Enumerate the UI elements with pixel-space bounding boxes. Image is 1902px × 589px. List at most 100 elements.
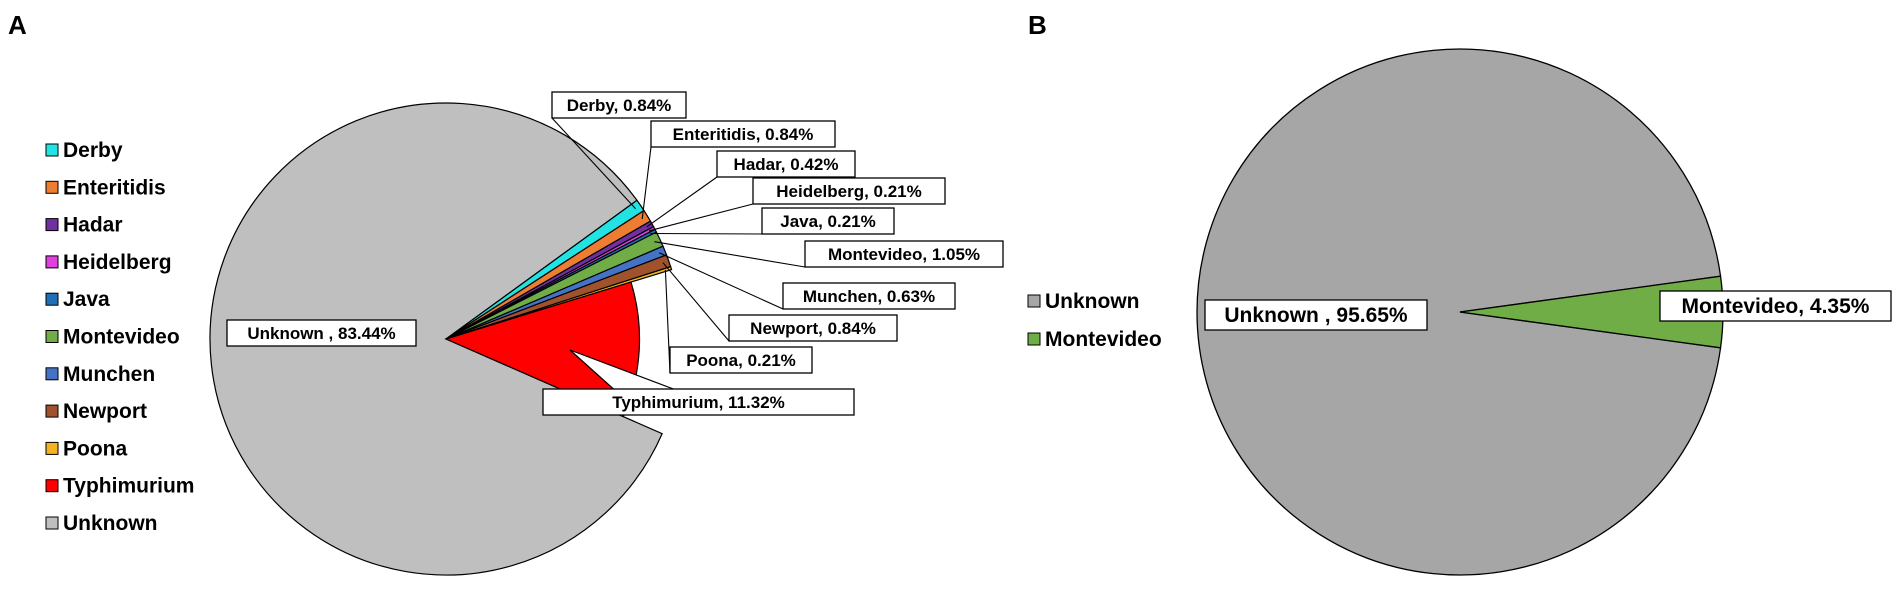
legend-a-label: Newport bbox=[63, 400, 147, 423]
pie-a-data-label-hadar: Hadar, 0.42% bbox=[716, 150, 856, 178]
pie-a-data-label-heidelberg: Heidelberg, 0.21% bbox=[752, 177, 946, 205]
pie-a-data-label-derby: Derby, 0.84% bbox=[551, 91, 687, 119]
pie-a-slice-poona bbox=[445, 265, 673, 340]
legend-a-label: Montevideo bbox=[63, 326, 180, 349]
pie-a-label-box bbox=[650, 120, 836, 148]
pie-a-label-box bbox=[542, 388, 855, 416]
pie-chart-b bbox=[1196, 48, 1724, 576]
pie-a-label-box bbox=[669, 346, 813, 374]
legend-a-swatch bbox=[45, 404, 59, 418]
panel-letter-a: A bbox=[8, 10, 27, 40]
legend-a-swatch bbox=[45, 516, 59, 530]
legend-b-label: Montevideo bbox=[1045, 328, 1162, 351]
legend-a-label: Hadar bbox=[63, 214, 123, 237]
pie-a-data-label-munchen: Munchen, 0.63% bbox=[782, 282, 956, 310]
pie-a-leader-enteritidis bbox=[641, 146, 652, 219]
pie-a-data-label-enteritidis: Enteritidis, 0.84% bbox=[650, 120, 836, 148]
legend-a-swatch bbox=[45, 479, 59, 493]
legend-a-label: Typhimurium bbox=[63, 475, 194, 498]
legend-a-item-munchen: Munchen bbox=[45, 363, 155, 386]
pie-a-label-text: Hadar, 0.42% bbox=[734, 155, 839, 174]
pie-a-data-label-unknown: Unknown , 83.44% bbox=[226, 319, 417, 347]
legend-a-item-poona: Poona bbox=[45, 437, 127, 460]
pie-a-label-box bbox=[716, 150, 856, 178]
pie-a-label-text: Java, 0.21% bbox=[780, 212, 875, 231]
legend-a-label: Poona bbox=[63, 437, 127, 460]
legend-a-swatch bbox=[45, 218, 59, 232]
pie-a-label-text: Typhimurium, 11.32% bbox=[612, 393, 785, 412]
legend-a-label: Munchen bbox=[63, 363, 155, 386]
data-labels-a: Derby, 0.84%Enteritidis, 0.84% Hadar, 0.4… bbox=[226, 91, 1004, 416]
legend-a-item-newport: Newport bbox=[45, 400, 147, 423]
pie-a-label-text: Unknown , 83.44% bbox=[247, 324, 395, 343]
legend-a-item-enteritidis: Enteritidis bbox=[45, 176, 166, 199]
legend-a-item-derby: Derby bbox=[45, 139, 123, 162]
legend-a-swatch bbox=[45, 255, 59, 269]
pie-a-leader-java bbox=[650, 232, 763, 235]
pie-b-data-label-unknown: Unknown , 95.65% bbox=[1204, 299, 1428, 331]
panel-letter-b: B bbox=[1028, 10, 1047, 40]
legend-a: DerbyEnteritidisHadarHeidelbergJavaMonte… bbox=[45, 139, 194, 535]
pie-b-data-label-montevideo: Montevideo, 4.35% bbox=[1659, 290, 1892, 322]
legend-a-item-typhimurium: Typhimurium bbox=[45, 475, 194, 498]
legend-a-item-unknown: Unknown bbox=[45, 512, 158, 535]
pie-a-label-text: Poona, 0.21% bbox=[686, 351, 796, 370]
pie-a-slice-unknown bbox=[209, 102, 663, 576]
legend-a-item-montevideo: Montevideo bbox=[45, 326, 180, 349]
legend-b-item-montevideo: Montevideo bbox=[1027, 328, 1162, 351]
pie-a-label-text: Montevideo, 1.05% bbox=[828, 245, 980, 264]
panel-b: B Unknown , 95.65% Montevideo, 4.35% Unkn… bbox=[1027, 10, 1892, 576]
pie-a-data-label-montevideo: Montevideo, 1.05% bbox=[804, 240, 1004, 268]
legend-a-swatch bbox=[45, 330, 59, 343]
pie-a-label-text: Enteritidis, 0.84% bbox=[673, 125, 814, 144]
pie-a-leader-hadar bbox=[646, 176, 718, 228]
pie-a-label-box bbox=[804, 240, 1004, 268]
pie-a-data-label-newport: Newport, 0.84% bbox=[728, 314, 898, 342]
legend-a-item-hadar: Hadar bbox=[45, 214, 123, 237]
pie-b-label-box bbox=[1659, 290, 1892, 322]
pie-b-label-text: Unknown , 95.65% bbox=[1224, 304, 1408, 327]
data-labels-b: Unknown , 95.65% Montevideo, 4.35% bbox=[1204, 290, 1892, 331]
pie-a-leader-poona bbox=[664, 269, 671, 374]
legend-a-swatch bbox=[45, 143, 59, 157]
pie-chart-a bbox=[209, 102, 685, 576]
legend-b-swatch bbox=[1027, 332, 1041, 346]
legend-b-label: Unknown bbox=[1045, 290, 1140, 313]
pie-a-leader-heidelberg bbox=[648, 203, 754, 232]
legend-a-swatch bbox=[45, 180, 59, 194]
legend-a-label: Java bbox=[63, 288, 110, 311]
pie-a-leader-derby bbox=[551, 117, 637, 210]
pie-a-label-text: Newport, 0.84% bbox=[750, 319, 876, 338]
pie-a-label-box bbox=[761, 207, 895, 235]
legend-a-label: Unknown bbox=[63, 512, 158, 535]
pie-a-leader-montevideo bbox=[654, 241, 806, 268]
pie-a-label-box bbox=[551, 91, 687, 119]
legend-a-label: Derby bbox=[63, 139, 123, 162]
pie-a-label-text: Munchen, 0.63% bbox=[803, 287, 935, 306]
legend-b-item-unknown: Unknown bbox=[1027, 290, 1140, 313]
panel-a: A Derby, 0.84%Enteritidis, 0.84% Hadar, 0… bbox=[8, 10, 1004, 576]
legend-a-item-heidelberg: Heidelberg bbox=[45, 251, 172, 274]
pie-b-label-box bbox=[1204, 299, 1428, 331]
pie-b-slice-unknown bbox=[1196, 48, 1722, 576]
legend-a-swatch bbox=[45, 367, 59, 381]
legend-a-item-java: Java bbox=[45, 288, 110, 311]
pie-a-label-box bbox=[226, 319, 417, 347]
leader-lines-a bbox=[551, 117, 806, 374]
pie-b-label-text: Montevideo, 4.35% bbox=[1682, 295, 1870, 318]
pie-a-label-text: Heidelberg, 0.21% bbox=[776, 182, 922, 201]
pie-a-data-label-java: Java, 0.21% bbox=[761, 207, 895, 235]
pie-a-leader-newport bbox=[662, 262, 730, 342]
pie-a-label-box bbox=[752, 177, 946, 205]
pie-a-label-box bbox=[782, 282, 956, 310]
pie-a-label-text: Derby, 0.84% bbox=[567, 96, 672, 115]
legend-a-swatch bbox=[45, 441, 59, 455]
pie-a-leader-munchen bbox=[658, 252, 784, 310]
pie-a-label-box bbox=[728, 314, 898, 342]
pie-a-data-label-typhimurium: Typhimurium, 11.32% bbox=[542, 388, 855, 416]
legend-a-label: Heidelberg bbox=[63, 251, 172, 274]
pie-a-data-label-poona: Poona, 0.21% bbox=[669, 346, 813, 374]
legend-a-label: Enteritidis bbox=[63, 176, 166, 199]
